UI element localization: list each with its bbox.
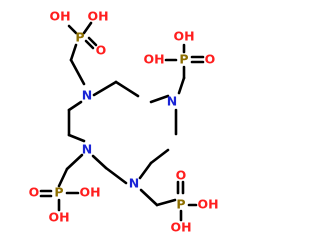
atom-oh-2b: OH [143, 52, 164, 67]
atom-p-4: P [176, 197, 185, 212]
atom-oh-1a: OH [49, 9, 70, 24]
atom-oh-3b: OH [48, 210, 69, 225]
bond-p-oh [67, 24, 78, 35]
bond-ring [114, 80, 140, 98]
bond-ring [104, 166, 128, 185]
bond-arm [155, 198, 177, 207]
bond-ring [67, 100, 83, 112]
bond-ring [149, 148, 170, 165]
bonds [39, 21, 205, 222]
atom-oh-3a: OH [79, 185, 100, 200]
atom-n-bottom-left: N [82, 142, 92, 157]
bond-arm [69, 58, 86, 86]
bond-p-o-double [84, 39, 95, 50]
molecule-diagram: N N N N P P P P O O O O OH OH OH OH OH O… [28, 8, 219, 235]
atom-o-3: O [29, 185, 40, 200]
atom-p-3: P [54, 185, 63, 200]
atom-n-top-left: N [82, 88, 92, 103]
atom-oh-2a: OH [173, 29, 194, 44]
bond-p-o-double [87, 36, 98, 47]
atom-labels: N N N N P P P P O O O O OH OH OH OH OH O… [29, 9, 219, 235]
atom-oh-4b: OH [170, 220, 191, 235]
atom-o-4: O [176, 168, 187, 183]
bond-ring [138, 161, 153, 180]
bond-arm [139, 188, 159, 207]
structure-svg: N N N N P P P P O O O O OH OH OH OH OH O… [29, 9, 219, 235]
atom-n-bottom-right: N [129, 176, 139, 191]
atom-o-2: O [205, 52, 216, 67]
atom-oh-4a: OH [197, 197, 218, 212]
bond-arm [177, 76, 186, 95]
bond-ring [67, 133, 86, 143]
bond-arm [57, 167, 69, 188]
bond-ring [92, 80, 118, 97]
atom-oh-1b: OH [87, 9, 108, 24]
atom-o-1: O [96, 43, 107, 58]
bond-p-oh [82, 21, 93, 35]
bond-ring [149, 94, 170, 104]
bond-arm [69, 43, 78, 62]
bond-arm [65, 153, 84, 171]
atom-p-2: P [179, 52, 188, 67]
atom-p-1: P [75, 30, 84, 45]
bond-ring [91, 154, 108, 170]
atom-n-top-right: N [167, 94, 177, 109]
